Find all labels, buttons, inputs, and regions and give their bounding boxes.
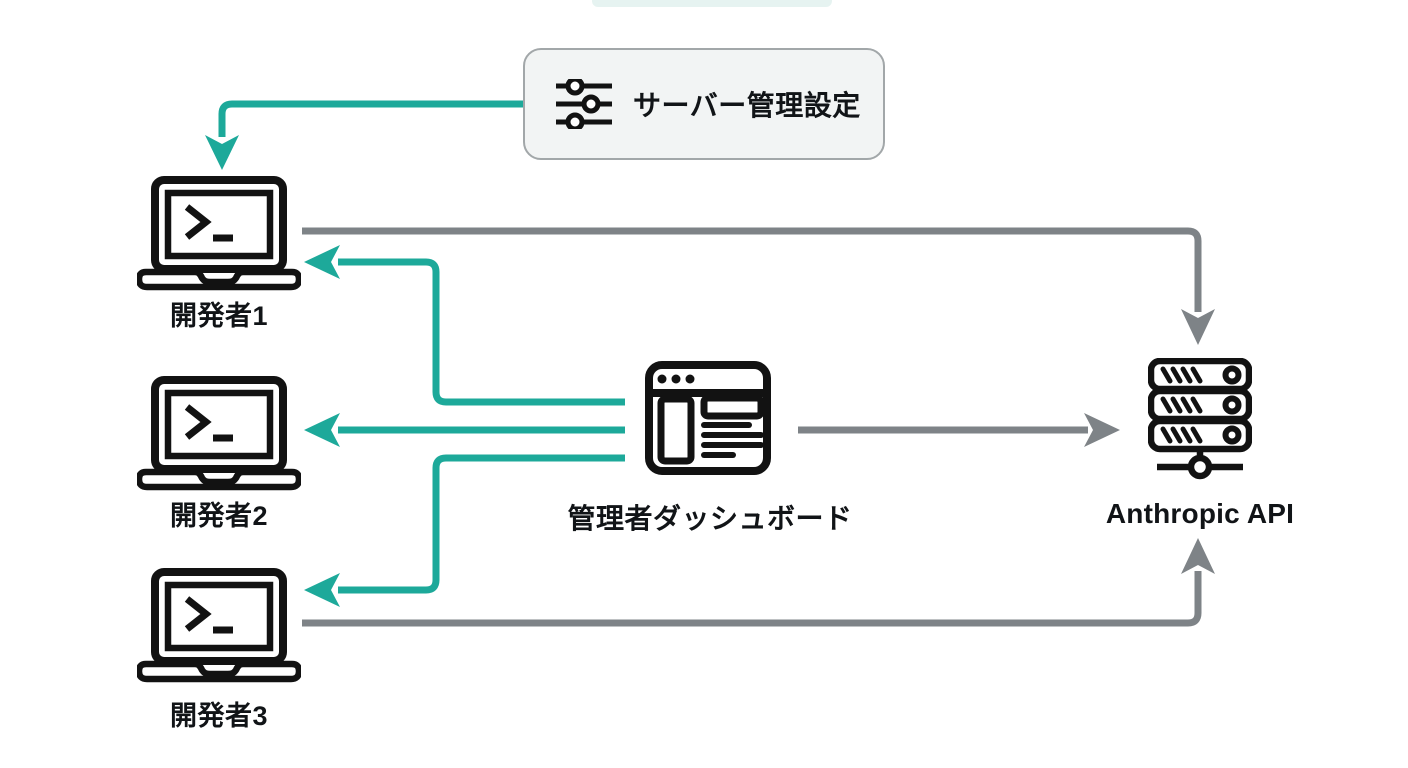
developer1-label: 開発者1	[169, 301, 269, 331]
dashboard-label: 管理者ダッシュボード	[567, 503, 853, 534]
arrow-dashboard-to-api	[798, 413, 1120, 447]
arrow-dev3-to-api	[302, 538, 1215, 627]
developer3-label: 開発者3	[169, 701, 269, 731]
server-rack-icon	[1148, 358, 1252, 480]
sliders-icon	[556, 79, 612, 129]
api-label: Anthropic API	[1105, 498, 1295, 529]
terminal-laptop-icon	[137, 176, 301, 291]
server-settings-box: サーバー管理設定	[523, 48, 885, 160]
developer2-label: 開発者2	[169, 501, 269, 531]
arrow-dashboard-to-dev1	[304, 245, 625, 406]
arrow-dashboard-to-dev2	[304, 413, 625, 447]
terminal-laptop-icon	[137, 376, 301, 491]
top-edge-highlight	[592, 0, 832, 7]
arrow-dev1-to-api	[302, 227, 1215, 345]
browser-window-icon	[645, 361, 771, 475]
terminal-laptop-icon	[137, 568, 301, 683]
server-settings-label: サーバー管理設定	[633, 90, 861, 121]
arrow-settings-to-dev1	[205, 100, 523, 170]
arrow-dashboard-to-dev3	[304, 454, 625, 607]
